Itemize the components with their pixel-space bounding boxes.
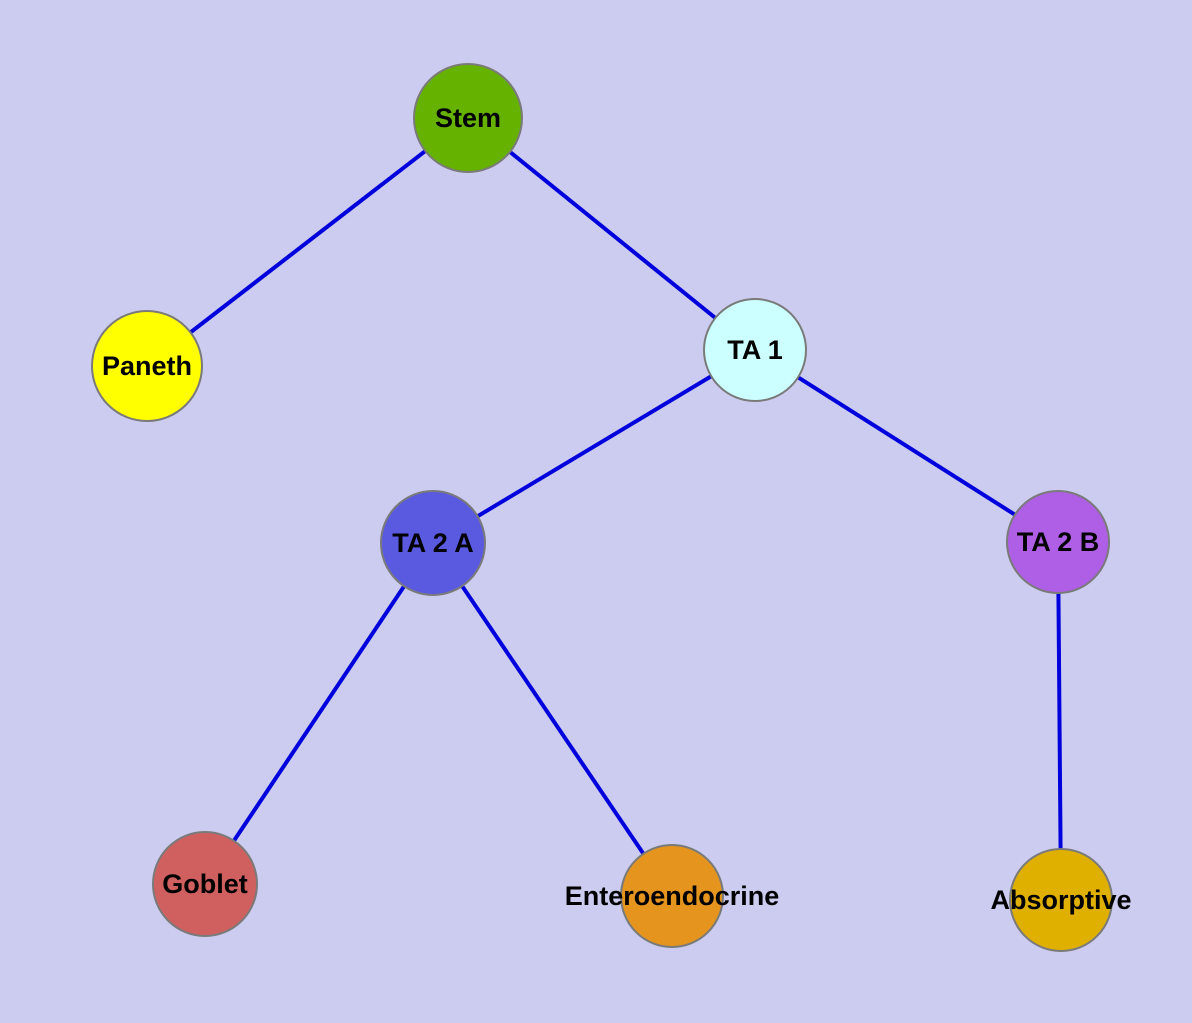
node-label-stem: Stem xyxy=(434,102,502,133)
node-label-goblet: Goblet xyxy=(162,868,248,899)
node-label-ta-2-a: TA 2 A xyxy=(392,527,474,558)
node-ta-2-b[interactable]: TA 2 B xyxy=(1006,490,1110,594)
node-goblet[interactable]: Goblet xyxy=(152,831,258,937)
edge-ta-1-to-ta-2-a xyxy=(431,348,757,545)
node-label-ta-1: TA 1 xyxy=(727,334,783,365)
node-paneth[interactable]: Paneth xyxy=(91,310,203,422)
edge-stem-to-ta-1 xyxy=(466,116,757,352)
edge-ta-2-a-to-enteroendocrine xyxy=(431,541,674,898)
node-stem[interactable]: Stem xyxy=(413,63,523,173)
node-ta-1[interactable]: TA 1 xyxy=(703,298,807,402)
node-ta-2-a[interactable]: TA 2 A xyxy=(380,490,486,596)
node-label-absorptive: Absorptive xyxy=(990,884,1132,915)
node-enteroendocrine[interactable]: Enteroendocrine xyxy=(565,844,779,948)
edge-ta-2-a-to-goblet xyxy=(203,541,435,886)
node-absorptive[interactable]: Absorptive xyxy=(990,848,1132,952)
node-label-enteroendocrine: Enteroendocrine xyxy=(564,880,780,911)
edge-stem-to-paneth xyxy=(145,116,470,368)
edge-ta-2-b-to-absorptive xyxy=(1056,541,1063,901)
node-label-paneth: Paneth xyxy=(101,350,193,381)
node-label-ta-2-b: TA 2 B xyxy=(1016,526,1100,557)
edge-ta-1-to-ta-2-b xyxy=(753,348,1060,544)
